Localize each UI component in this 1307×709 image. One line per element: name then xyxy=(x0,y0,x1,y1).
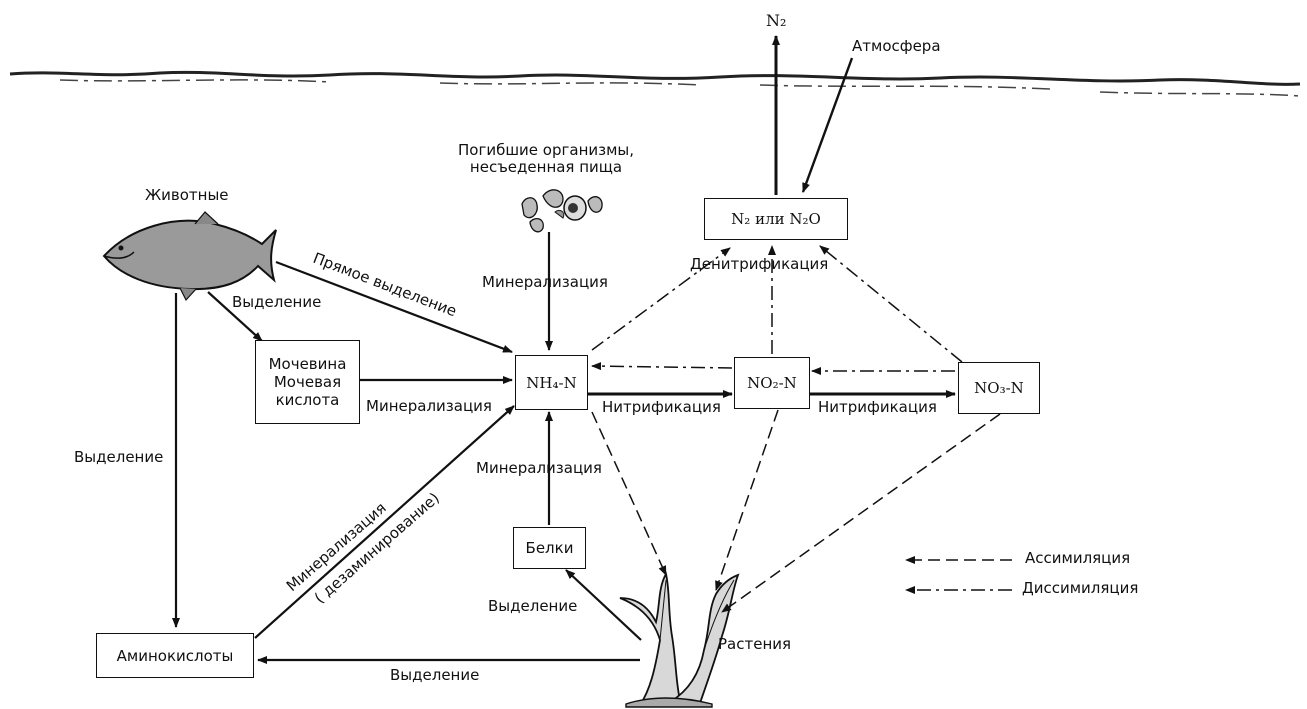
arrow-nh4-to-n2o xyxy=(591,247,731,351)
label-plants: Растения xyxy=(718,635,792,653)
dead-line-2: несъеденная пища xyxy=(469,158,623,177)
box-amino-acids: Аминокислоты xyxy=(96,633,254,678)
box-urea: Мочевина Мочевая кислота xyxy=(255,340,360,424)
box-n2-n2o: N₂ или N₂O xyxy=(704,198,848,240)
box-no3: NO₃-N xyxy=(958,362,1040,414)
box-no2: NO₂-N xyxy=(734,357,810,409)
arrow-no2-to-plants xyxy=(715,409,779,591)
water-surface-line-2 xyxy=(59,79,1301,97)
label-excretion-plants-amino: Выделение xyxy=(390,666,480,684)
plant-icon xyxy=(619,571,740,708)
label-mineralization-dead: Минерализация xyxy=(482,273,608,291)
urea-line-1: Мочевина xyxy=(268,355,347,373)
arrow-no3-to-n2o xyxy=(819,245,963,363)
label-excretion-amino: Выделение xyxy=(74,448,164,466)
legend-dissimilation: Диссимиляция xyxy=(1022,579,1139,597)
label-mineralization-proteins: Минерализация xyxy=(476,459,602,477)
dead-line-1: Погибшие организмы, xyxy=(458,141,635,159)
fish-icon xyxy=(102,211,277,302)
label-denitrification: Денитрификация xyxy=(690,255,829,273)
arrow-nh4-to-plants xyxy=(591,411,667,576)
arrow-no2-to-nh4 xyxy=(591,362,733,371)
urea-line-2: Мочевая xyxy=(273,373,342,391)
label-n2-atmosphere: N₂ xyxy=(766,11,787,30)
arrow-no3-to-plants xyxy=(721,413,1001,613)
box-nh4: NH₄-N xyxy=(515,355,588,410)
label-animals: Животные xyxy=(145,186,229,204)
label-excretion-urea: Выделение xyxy=(232,293,322,311)
arrow-plants-to-proteins xyxy=(565,569,642,641)
arrow-fish-to-urea xyxy=(207,291,263,342)
urea-line-3: кислота xyxy=(275,391,340,409)
box-proteins: Белки xyxy=(513,527,586,569)
water-surface-line xyxy=(9,70,1301,86)
label-nitrification-1: Нитрификация xyxy=(602,398,721,416)
label-excretion-plants-proteins: Выделение xyxy=(488,597,578,615)
dead-organisms-icon xyxy=(521,189,603,233)
arrow-fish-to-nh4 xyxy=(275,260,513,354)
label-nitrification-2: Нитрификация xyxy=(818,398,937,416)
label-atmosphere: Атмосфера xyxy=(852,37,941,55)
label-dead-organisms: Погибшие организмы, несъеденная пища xyxy=(458,141,635,177)
legend-assimilation: Ассимиляция xyxy=(1025,549,1131,567)
arrow-amino-to-nh4 xyxy=(254,405,515,639)
label-mineralization-urea: Минерализация xyxy=(366,397,492,415)
arrow-atmosphere-to-n2 xyxy=(801,57,854,193)
